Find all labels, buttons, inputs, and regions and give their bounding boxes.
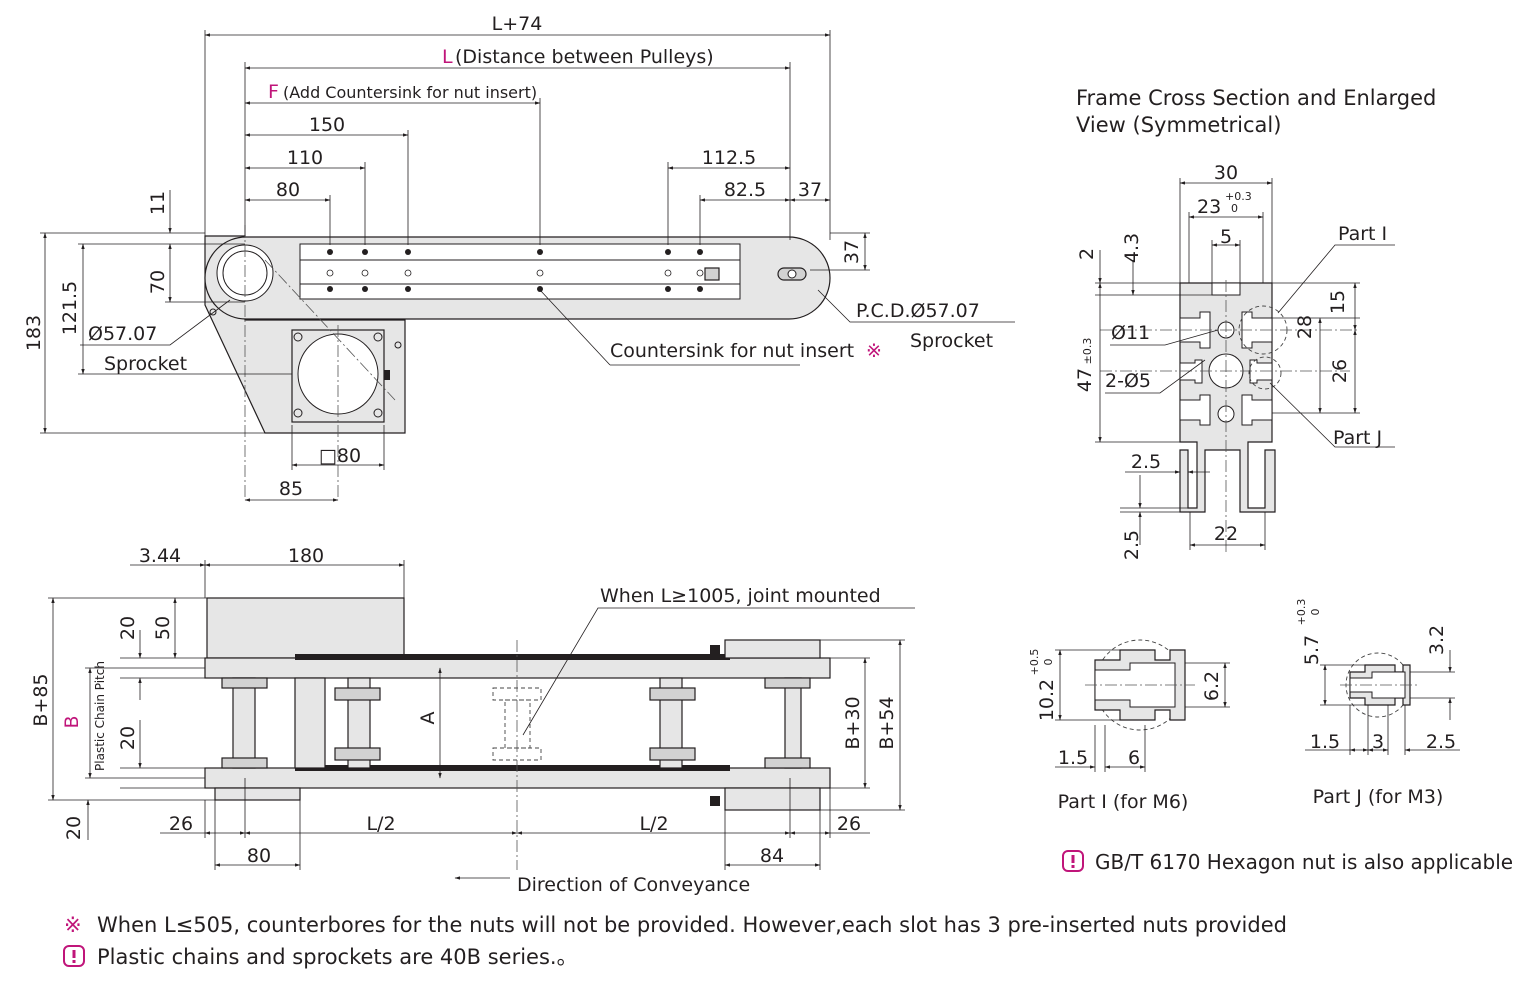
- dim-183: 183: [23, 315, 45, 351]
- dim-B-letter: B: [61, 715, 83, 728]
- dim-22: 22: [1214, 523, 1238, 545]
- part-j-caption: Part J (for M3): [1313, 786, 1444, 808]
- sprocket-right-label: Sprocket: [910, 330, 993, 352]
- part-i-dim-6: 6: [1128, 747, 1140, 769]
- countersink-label: Countersink for nut insert: [610, 340, 854, 362]
- dim-A: A: [417, 712, 439, 725]
- part-j-callout: Part J: [1333, 427, 1382, 449]
- front-view: [48, 560, 915, 880]
- dim-20-mid: 20: [117, 726, 139, 750]
- part-i-detail: [1055, 639, 1230, 772]
- dim-23-tol-lo: 0: [1231, 202, 1238, 215]
- part-i-dim-1-5: 1.5: [1058, 747, 1088, 769]
- cross-section-title-1: Frame Cross Section and Enlarged: [1076, 86, 1436, 110]
- dim-motor-square: □80: [319, 445, 361, 467]
- dim-37-v: 37: [841, 240, 863, 264]
- part-i-tol-up: +0.5: [1028, 649, 1041, 676]
- part-i-dim-10-2: 10.2: [1036, 679, 1058, 721]
- dim-20-bottom: 20: [63, 816, 85, 840]
- note-1-mark: ※: [64, 913, 82, 937]
- dim-70: 70: [147, 270, 169, 294]
- dim-26: 26: [1329, 359, 1351, 383]
- joint-label: When L≥1005, joint mounted: [600, 585, 881, 607]
- reference-mark: ※: [866, 340, 882, 362]
- dim-50: 50: [152, 616, 174, 640]
- dim-47-tol: ±0.3: [1081, 338, 1094, 365]
- dim-15: 15: [1327, 290, 1349, 314]
- dim-dia-11: Ø11: [1111, 322, 1150, 344]
- dim-B30: B+30: [842, 696, 864, 749]
- dim-L-text: (Distance between Pulleys): [455, 46, 714, 68]
- dim-23-tol-up: +0.3: [1225, 190, 1252, 203]
- dim-23: 23: [1197, 196, 1221, 218]
- sprocket-dia-left: Ø57.07: [88, 323, 157, 345]
- part-j-tol-up: +0.3: [1295, 599, 1308, 626]
- part-j-dim-5-7: 5.7: [1301, 635, 1323, 665]
- part-i-tol-lo: 0: [1042, 659, 1055, 666]
- part-j-dim-2-5: 2.5: [1426, 731, 1456, 753]
- note-2: Plastic chains and sprockets are 40B ser…: [97, 945, 578, 969]
- dim-85: 85: [279, 478, 303, 500]
- part-j-detail: [1305, 650, 1460, 755]
- part-j-tol-lo: 0: [1309, 609, 1322, 616]
- cross-section-title-2: View (Symmetrical): [1076, 113, 1281, 137]
- direction-label: Direction of Conveyance: [517, 874, 750, 896]
- dim-37-h: 37: [798, 179, 822, 201]
- dim-L2-right: L/2: [639, 813, 668, 835]
- dim-F-text: (Add Countersink for nut insert): [283, 83, 537, 102]
- dim-4-3: 4.3: [1121, 233, 1143, 263]
- dim-2-5-v: 2.5: [1121, 530, 1143, 560]
- dim-121-5: 121.5: [59, 281, 81, 335]
- dim-20-top: 20: [117, 616, 139, 640]
- dim-2: 2: [1076, 248, 1098, 260]
- dim-82-5: 82.5: [724, 179, 766, 201]
- dim-28: 28: [1294, 315, 1316, 339]
- dim-180: 180: [288, 545, 324, 567]
- caution-icon: [63, 945, 85, 967]
- dim-112-5: 112.5: [702, 147, 756, 169]
- dim-30: 30: [1214, 162, 1238, 184]
- part-i-caption: Part I (for M6): [1058, 791, 1189, 813]
- dim-80: 80: [276, 179, 300, 201]
- dim-2-dia-5: 2-Ø5: [1105, 370, 1151, 392]
- dim-26-left: 26: [169, 813, 193, 835]
- dim-F-letter: F: [268, 81, 279, 103]
- dim-B85: B+85: [30, 673, 52, 726]
- part-j-dim-3-2: 3.2: [1426, 625, 1448, 655]
- hex-nut-note: GB/T 6170 Hexagon nut is also applicable: [1095, 850, 1513, 874]
- dim-47: 47: [1074, 368, 1096, 392]
- caution-icon: [1062, 850, 1084, 872]
- dim-84: 84: [760, 845, 784, 867]
- dim-B54: B+54: [876, 696, 898, 749]
- dim-80-bottom: 80: [247, 845, 271, 867]
- part-i-callout: Part I: [1338, 223, 1387, 245]
- dim-L2-left: L/2: [366, 813, 395, 835]
- dim-L74: L+74: [492, 13, 543, 35]
- dim-26-right: 26: [837, 813, 861, 835]
- dim-150: 150: [309, 114, 345, 136]
- dim-11: 11: [147, 191, 169, 215]
- top-view: [40, 30, 1015, 502]
- part-j-dim-1-5: 1.5: [1310, 731, 1340, 753]
- dim-5: 5: [1220, 226, 1232, 248]
- pcd-label: P.C.D.Ø57.07: [856, 300, 980, 322]
- dim-110: 110: [287, 147, 323, 169]
- part-i-dim-6-2: 6.2: [1201, 671, 1223, 701]
- dim-3-44: 3.44: [139, 545, 181, 567]
- dim-L-letter: L: [442, 46, 453, 68]
- cross-section: [1095, 178, 1395, 555]
- chain-pitch-label: Plastic Chain Pitch: [93, 661, 107, 771]
- part-j-dim-3: 3: [1372, 731, 1384, 753]
- dim-2-5-h: 2.5: [1131, 451, 1161, 473]
- note-1: When L≤505, counterbores for the nuts wi…: [97, 913, 1287, 937]
- sprocket-left-label: Sprocket: [104, 353, 187, 375]
